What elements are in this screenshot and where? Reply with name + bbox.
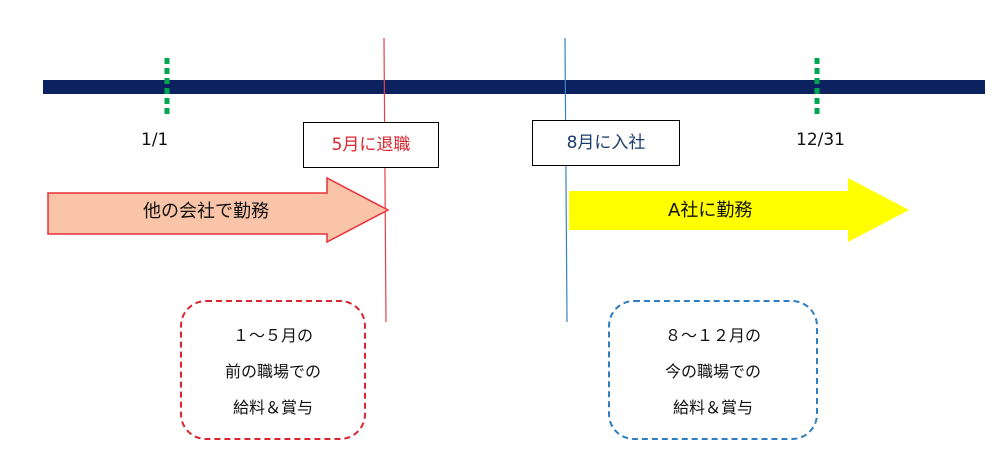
current-note-line-1: ８～１２月の (664, 326, 761, 345)
join-event-label: 8月に入社 (532, 120, 680, 166)
previous-period-arrow (47, 176, 390, 244)
timeline-bar (43, 80, 985, 94)
leave-marker-line (383, 37, 387, 323)
timeline-start-label: 1/1 (141, 130, 169, 150)
current-period-label: A社に勤務 (668, 200, 753, 221)
timeline-end-label: 12/31 (796, 130, 845, 150)
previous-period-label: 他の会社で勤務 (143, 201, 269, 222)
current-note-line-3: 給料＆賞与 (672, 398, 753, 417)
join-marker-line (564, 37, 568, 323)
previous-note-line-2: 前の職場での (224, 362, 321, 381)
current-salary-note: ８～１２月の 今の職場での 給料＆賞与 (608, 300, 818, 440)
current-period-arrow (569, 178, 909, 242)
previous-salary-note: １～５月の 前の職場での 給料＆賞与 (180, 300, 366, 440)
current-note-line-2: 今の職場での (664, 362, 761, 381)
previous-note-line-3: 給料＆賞与 (232, 398, 313, 417)
previous-note-line-1: １～５月の (232, 326, 313, 345)
leave-event-label: 5月に退職 (303, 122, 439, 168)
